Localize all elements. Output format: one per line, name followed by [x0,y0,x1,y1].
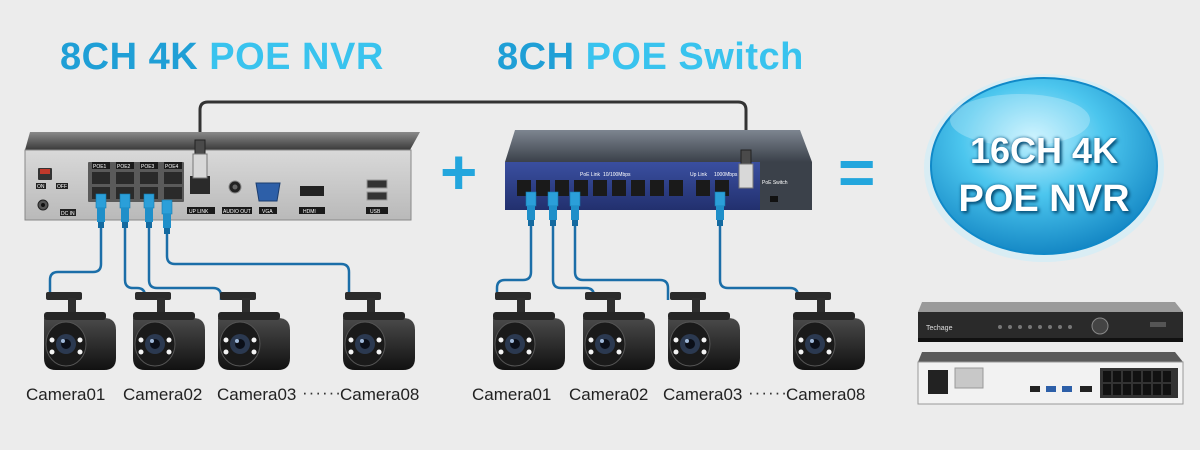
uplink-cable [198,100,748,150]
camera-icon [492,291,566,371]
usb-port-2 [366,191,388,201]
equals-symbol: = [838,136,876,208]
camera-icon [667,291,741,371]
camera-icon [582,291,656,371]
usb-label: USB [370,209,381,215]
uplink-plug [194,139,206,155]
switch-uplink-label: Up Link [690,172,707,178]
result-line-1: 16CH 4K [969,130,1119,171]
nvr-title-highlight: POE NVR [209,36,384,78]
result-oval [930,77,1158,255]
camera-label: Camera01 [26,385,106,404]
switch-top [505,130,812,162]
camera-icon [792,291,866,371]
poe1-label: POE1 [93,164,107,170]
product-nvr-image: Techage [917,302,1184,405]
switch-uplink-speed: 1000Mbps [714,172,738,178]
vga-label: VGA [262,209,273,215]
camera-icon [43,291,117,371]
camera-label: Camera03 [663,385,743,404]
switch-poe-label: PoE Link [580,172,601,178]
audio-label: AUDIO OUT [223,209,251,215]
nvr-title-prefix: 8CH 4K [60,36,210,78]
nvr-uplink-port [190,176,210,194]
switch-title-prefix: 8CH [497,36,586,78]
nvr-top [25,132,420,150]
camera-label: Camera08 [786,385,866,404]
camera-label: Camera01 [472,385,552,404]
label-on: ON [37,184,45,190]
poe4-label: POE4 [165,164,179,170]
nvr-poe-ports: POE1 POE2 POE3 POE4 [88,162,184,202]
switch-brand-label: PoE Switch [762,180,788,186]
camera-label: Camera03 [217,385,297,404]
poe2-label: POE2 [117,164,131,170]
uplink-label: UP LINK [189,209,209,215]
label-off: OFF [57,184,67,190]
right-cameras [492,291,866,371]
hdmi-port [300,186,324,196]
camera-label: Camera02 [569,385,649,404]
camera-label: Camera02 [123,385,203,404]
switch-speed-label: 10/100Mbps [603,172,631,178]
camera-label: Camera08 [340,385,420,404]
result-line-2: POE NVR [958,178,1130,220]
usb-port-1 [366,179,388,189]
nvr-device: ON OFF DC IN POE1 POE2 POE3 POE4 [24,132,420,221]
poe3-label: POE3 [141,164,155,170]
label-dc-in: DC IN [61,211,75,217]
camera-icon [217,291,291,371]
camera-ellipsis: ······ [748,383,788,402]
camera-ellipsis: ······ [302,383,342,402]
nvr-back-panel [24,149,412,221]
switch-title-highlight: POE Switch [585,36,804,78]
vga-port [255,182,281,202]
hdmi-label: HDMI [303,209,316,215]
nvr-title: 8CH 4K POE NVR [60,36,384,79]
switch-title: 8CH POE Switch [497,36,804,79]
plus-symbol: + [440,136,478,208]
product-brand: Techage [926,325,953,332]
camera-icon [132,291,206,371]
left-cameras [43,291,416,371]
switch-uplink-plug [740,149,752,165]
camera-icon [342,291,416,371]
